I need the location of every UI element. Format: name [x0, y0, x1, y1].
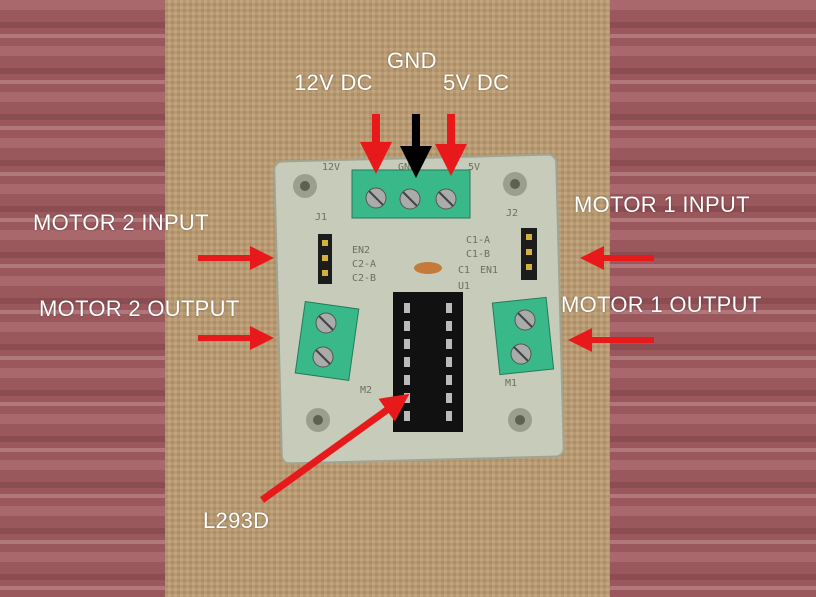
silk-j2: J2: [506, 208, 518, 219]
label-12v-dc: 12V DC: [294, 70, 373, 95]
label-gnd: GND: [387, 48, 437, 73]
label-motor2-output: MOTOR 2 OUTPUT: [39, 296, 240, 321]
silk-m2: M2: [360, 385, 372, 396]
silk-5v: 5V: [468, 162, 480, 173]
silk-c1b: C1-B: [466, 249, 490, 260]
silk-12v: 12V: [322, 162, 340, 173]
pcb-board: 12V GND 5V J1 J2 EN2 C2-A C2-B C1-A C1-B…: [273, 153, 565, 465]
silk-c1: C1: [458, 265, 470, 276]
l293d-ic: [393, 292, 463, 432]
motor2-terminal-block: [294, 301, 360, 381]
silk-en2: EN2: [352, 245, 370, 256]
silk-j1: J1: [315, 212, 327, 223]
annotation-arrows: [198, 114, 654, 503]
silk-gnd: GND: [398, 162, 416, 173]
capacitor-c1: [414, 262, 442, 274]
j2-header: [521, 228, 537, 280]
label-motor1-input: MOTOR 1 INPUT: [574, 192, 750, 217]
silk-m1: M1: [505, 378, 517, 389]
silk-en1: EN1: [480, 265, 498, 276]
j1-header: [318, 234, 332, 284]
silk-u1: U1: [458, 281, 470, 292]
label-motor2-input: MOTOR 2 INPUT: [33, 210, 209, 235]
silk-c2a: C2-A: [352, 259, 376, 270]
label-5v-dc: 5V DC: [443, 70, 510, 95]
silk-c2b: C2-B: [352, 273, 376, 284]
label-motor1-output: MOTOR 1 OUTPUT: [561, 292, 762, 317]
arrow-l293d: [259, 393, 410, 503]
motor1-terminal-block: [491, 296, 555, 376]
label-l293d: L293D: [203, 508, 270, 533]
silk-c1a: C1-A: [466, 235, 490, 246]
power-terminal-block: [351, 169, 471, 219]
